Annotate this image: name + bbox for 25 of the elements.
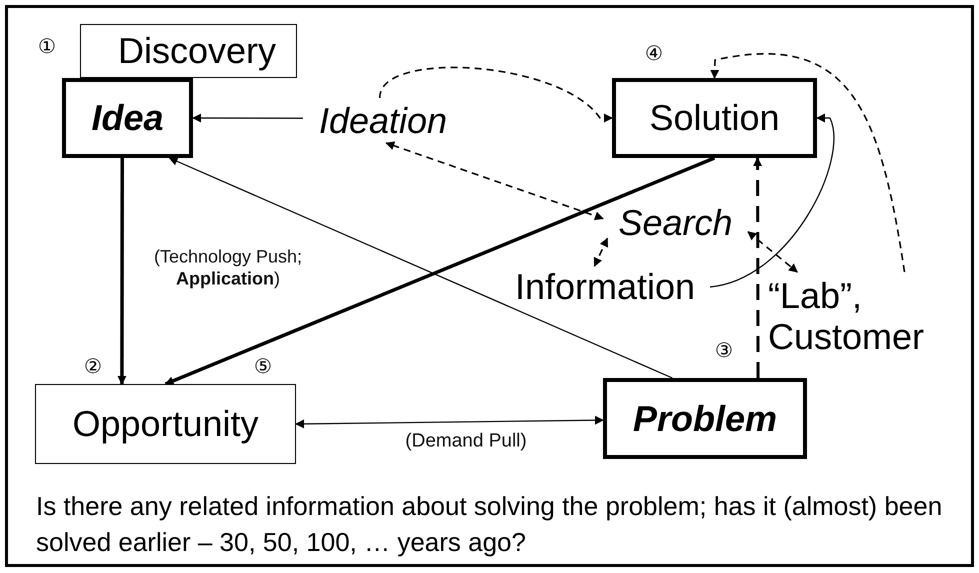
dashed-arrow [385, 141, 604, 220]
step-number: ⑤ [254, 356, 272, 376]
arrow [295, 416, 604, 428]
key-concept-box: Problem [603, 378, 807, 459]
arrow [192, 114, 303, 123]
step-number: ④ [645, 43, 663, 63]
arrow [710, 114, 834, 288]
dashed-arrow [753, 157, 762, 378]
dashed-arrow [747, 231, 798, 273]
arrow [117, 158, 126, 385]
note-text: Is there any related information about solving the problem; has it (almost) been solved earlier – 30, 50, 100, … years ago? [36, 490, 944, 560]
key-concept-box: Solution [612, 78, 817, 158]
dashed-arrow [594, 238, 608, 267]
step-number: ① [38, 36, 56, 56]
step-number: ② [84, 356, 102, 376]
concept-text: Ideation [303, 98, 463, 143]
concept-text: Search [603, 201, 748, 245]
dashed-arrow [379, 66, 613, 122]
step-number: ③ [715, 340, 733, 360]
concept-text: “Lab”, Customer [768, 272, 963, 360]
concept-box: Opportunity [35, 384, 296, 464]
concept-box: Discovery [80, 24, 297, 78]
concept-text: Information [500, 266, 710, 308]
key-concept-box: Idea [62, 78, 193, 158]
dashed-arrow [710, 53, 906, 272]
